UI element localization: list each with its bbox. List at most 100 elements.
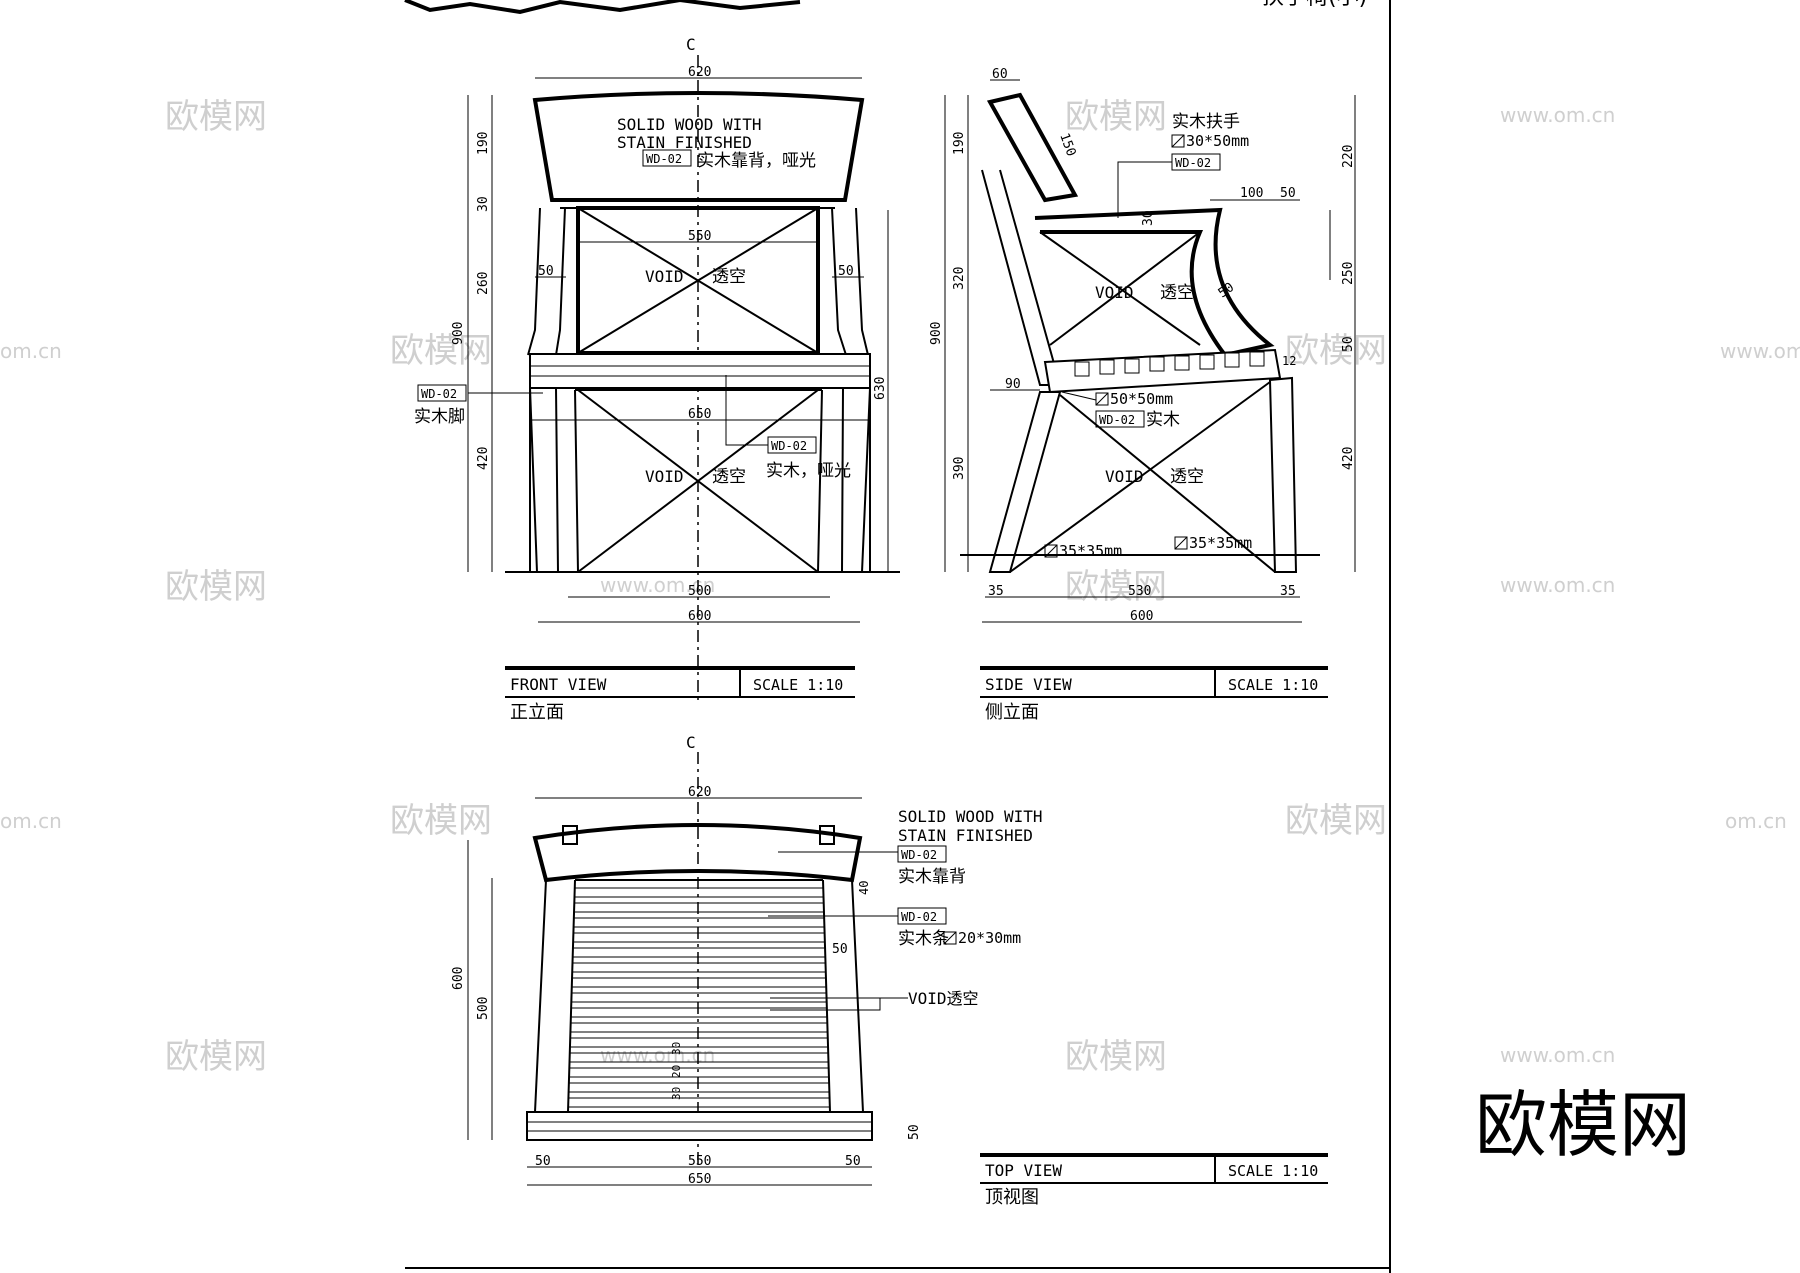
front-rail-cn: 实木，哑光 bbox=[766, 461, 851, 481]
watermark-url: www.om.cn bbox=[1500, 1043, 1615, 1067]
seat-rail-size: 50*50mm bbox=[1110, 390, 1173, 408]
wd-tag: WD-02 bbox=[1099, 413, 1135, 427]
dim-text: 30 bbox=[670, 1042, 683, 1055]
side-view: VOID 透空 VOID 透空 实木扶手 30*50mm WD bbox=[929, 67, 1356, 723]
centerline-mark: C bbox=[686, 733, 696, 752]
void-label: VOID bbox=[645, 467, 684, 486]
dim-text: 220 bbox=[1341, 145, 1356, 168]
backrest-shape bbox=[532, 91, 865, 202]
watermark-brand: 欧模网 bbox=[1065, 567, 1167, 607]
watermark-brand: 欧模网 bbox=[1285, 801, 1387, 841]
armrest-cn: 实木扶手 bbox=[1172, 112, 1240, 132]
sheet-frame: 扶手椅(小) bbox=[404, 0, 1391, 1273]
centerline-mark: C bbox=[686, 35, 696, 54]
watermark-brand: 欧模网 bbox=[165, 1037, 267, 1077]
seat-slat bbox=[570, 1007, 828, 1018]
seat-slat bbox=[568, 1067, 830, 1078]
watermark-brand: 欧模网 bbox=[1285, 331, 1387, 371]
seat-slat bbox=[574, 887, 824, 898]
dim-text: 420 bbox=[1341, 447, 1356, 470]
seat-slat bbox=[572, 932, 826, 943]
dim-text: 40 bbox=[857, 881, 871, 895]
view-title: TOP VIEW bbox=[985, 1161, 1062, 1180]
armrest-size: 30*50mm bbox=[1186, 132, 1249, 150]
watermark-url: om.cn bbox=[0, 809, 62, 833]
dim-text: 20 bbox=[670, 1065, 683, 1078]
watermark-url: om.cn bbox=[1725, 809, 1787, 833]
watermark-brand: 欧模网 bbox=[165, 567, 267, 607]
dim-text: 600 bbox=[451, 967, 466, 990]
seat-slat bbox=[571, 977, 827, 988]
front-note-line2: STAIN FINISHED bbox=[617, 133, 752, 152]
watermark-url: www.om.cn bbox=[1720, 339, 1800, 363]
dim-text: 530 bbox=[1128, 584, 1151, 599]
seat-slat bbox=[567, 1097, 831, 1108]
wd-tag: WD-02 bbox=[901, 848, 937, 862]
watermark-url: www.om.cn bbox=[1500, 103, 1615, 127]
dim-text: 390 bbox=[952, 457, 967, 480]
front-note-line1: SOLID WOOD WITH bbox=[617, 115, 762, 134]
view-title: SIDE VIEW bbox=[985, 675, 1072, 694]
scale-label: SCALE 1:10 bbox=[1228, 676, 1318, 694]
dim-text: 50 bbox=[845, 1154, 861, 1169]
dim-text: 60 bbox=[992, 67, 1008, 82]
leg-size-right: 35*35mm bbox=[1189, 534, 1252, 552]
view-title-cn: 顶视图 bbox=[985, 1187, 1039, 1208]
dim-text: 30 bbox=[476, 196, 491, 212]
seat-slat bbox=[568, 1082, 830, 1093]
dim-text: 190 bbox=[952, 132, 967, 155]
wd-tag: WD-02 bbox=[771, 439, 807, 453]
dim-text: 250 bbox=[1341, 262, 1356, 285]
dim-text: 900 bbox=[451, 322, 466, 345]
watermark-layer: 欧模网 欧模网 www.om.cn om.cn 欧模网 欧模网 www.om.c… bbox=[0, 97, 1800, 1167]
dim-text: 50 bbox=[1216, 280, 1237, 301]
dim-text: 90 bbox=[1005, 377, 1021, 392]
front-leg-cn: 实木脚 bbox=[414, 407, 465, 427]
watermark-url: om.cn bbox=[0, 339, 62, 363]
dim-text: 500 bbox=[688, 584, 711, 599]
watermark-brand: 欧模网 bbox=[165, 97, 267, 137]
dim-text: 620 bbox=[688, 785, 711, 800]
dim-text: 30 bbox=[670, 1087, 683, 1100]
seat-slat bbox=[571, 962, 827, 973]
view-title: FRONT VIEW bbox=[510, 675, 607, 694]
top-slat-cn: 实木条 bbox=[898, 929, 949, 949]
seat-slat bbox=[569, 1052, 829, 1063]
wd-tag: WD-02 bbox=[646, 152, 682, 166]
front-view: C WD-02 SOLID WOOD WITH STAIN FINISHED 实… bbox=[414, 35, 900, 723]
top-slat-size: 20*30mm bbox=[958, 929, 1021, 947]
dim-text: 50 bbox=[838, 264, 854, 279]
seat-slat bbox=[573, 917, 825, 928]
header-right-text: 扶手椅(小) bbox=[1262, 0, 1367, 10]
dim-text: 500 bbox=[476, 997, 491, 1020]
slat-blocks bbox=[1074, 351, 1265, 377]
top-note-line1: SOLID WOOD WITH bbox=[898, 807, 1043, 826]
void-label-cn: 透空 bbox=[712, 267, 746, 287]
void-label: VOID bbox=[645, 267, 684, 286]
watermark-url: www.om.cn bbox=[1500, 573, 1615, 597]
dim-text: 50 bbox=[832, 942, 848, 957]
dim-text: 650 bbox=[688, 407, 711, 422]
watermark-brand: 欧模网 bbox=[390, 331, 492, 371]
dim-text: 100 bbox=[1240, 186, 1263, 201]
void-label-cn: 透空 bbox=[712, 467, 746, 487]
front-note-cn: 实木靠背，哑光 bbox=[697, 151, 816, 171]
wd-tag: WD-02 bbox=[1175, 156, 1211, 170]
watermark-url: www.om.cn bbox=[600, 573, 715, 597]
dim-text: 190 bbox=[476, 132, 491, 155]
dim-text: 260 bbox=[476, 272, 491, 295]
void-label-cn: 透空 bbox=[1170, 467, 1204, 487]
dim-text: 35 bbox=[988, 584, 1004, 599]
dim-text: 50 bbox=[1341, 336, 1356, 352]
scale-label: SCALE 1:10 bbox=[1228, 1162, 1318, 1180]
dim-text: 30 bbox=[1141, 210, 1156, 226]
leg-size-left: 35*35mm bbox=[1059, 542, 1122, 560]
dim-text: 550 bbox=[688, 229, 711, 244]
dim-text: 900 bbox=[929, 322, 944, 345]
top-view: C SOLID WOOD WITH STAIN FINISHED WD-02 实… bbox=[451, 733, 1328, 1208]
dim-text: 50 bbox=[1280, 186, 1296, 201]
dim-text: 12 bbox=[1282, 354, 1296, 368]
void-label-cn: 透空 bbox=[1160, 283, 1194, 303]
seat-slat bbox=[569, 1037, 829, 1048]
